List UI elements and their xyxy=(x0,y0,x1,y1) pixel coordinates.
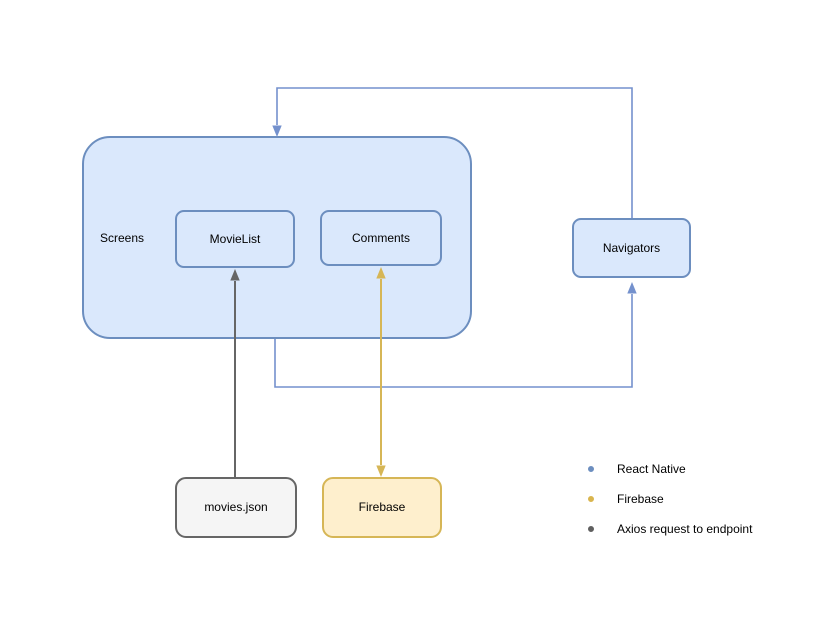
legend-label: Axios request to endpoint xyxy=(617,522,753,536)
legend-item-firebase: Firebase xyxy=(586,484,752,514)
node-firebase: Firebase xyxy=(322,477,442,538)
node-movielist-label: MovieList xyxy=(209,231,261,246)
node-comments-label: Comments xyxy=(351,230,410,245)
legend-item-axios: Axios request to endpoint xyxy=(586,514,752,544)
legend-ring-icon xyxy=(588,526,594,532)
legend-ring-icon xyxy=(588,466,594,472)
arrowhead-down-icon xyxy=(376,465,386,477)
legend-label: Firebase xyxy=(617,492,664,506)
node-screens-label: Screens xyxy=(99,230,145,245)
node-navigators-label: Navigators xyxy=(602,240,661,255)
arrowhead-up-icon xyxy=(627,282,637,294)
legend-label: React Native xyxy=(617,462,686,476)
node-firebase-label: Firebase xyxy=(358,500,406,515)
node-movies-json: movies.json xyxy=(175,477,297,538)
node-movies-json-label: movies.json xyxy=(204,500,268,515)
node-comments: Comments xyxy=(320,210,442,266)
legend-item-react-native: React Native xyxy=(586,454,752,484)
legend-ring-icon xyxy=(588,496,594,502)
legend: React Native Firebase Axios request to e… xyxy=(586,454,752,544)
node-movielist: MovieList xyxy=(175,210,295,268)
node-navigators: Navigators xyxy=(572,218,691,278)
